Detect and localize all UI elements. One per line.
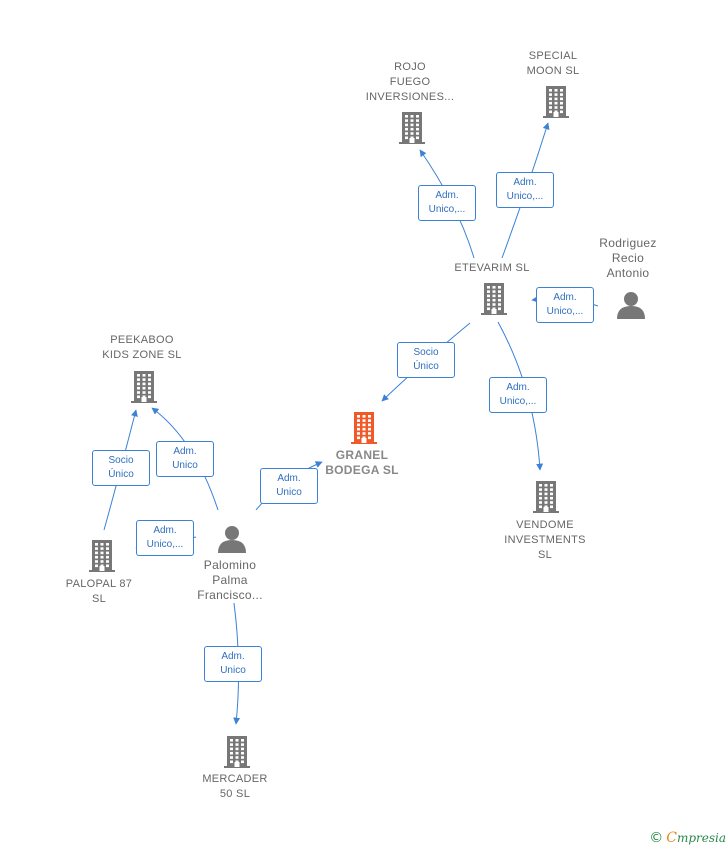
building-icon[interactable] <box>399 112 425 144</box>
edge-label-line: Adm. <box>153 525 177 536</box>
node-label-line: INVERSIONES... <box>365 91 455 103</box>
edge-label-line: Adm. <box>173 446 197 457</box>
edge-label-line: Unico,... <box>506 191 544 202</box>
edge-label-line: Unico,... <box>428 204 466 215</box>
building-icon[interactable] <box>351 412 377 444</box>
node-label-line: INVESTMENTS <box>504 534 586 546</box>
edge-label-line: Único <box>108 469 134 480</box>
node-label-line: BODEGA SL <box>325 463 399 477</box>
edge-label-line: Unico,... <box>546 306 584 317</box>
edge-label-line: Adm. <box>506 382 530 393</box>
footer-brand: ©Cmpresia <box>649 830 726 846</box>
node-label-line: Recio <box>611 251 645 265</box>
edge-label-line: Socio <box>108 455 134 466</box>
node-label-line: ROJO <box>394 61 426 73</box>
person-icon[interactable] <box>218 526 246 553</box>
edge-label-line: Adm. <box>277 473 301 484</box>
node-label-line: GRANEL <box>335 448 389 462</box>
node-label-line: Antonio <box>606 266 650 280</box>
copyright-icon: © <box>649 830 664 846</box>
edge-label-line: Unico,... <box>146 539 184 550</box>
node-label-etevarim[interactable]: ETEVARIM SL <box>454 261 529 276</box>
node-label-line: PALOPAL 87 <box>65 578 133 590</box>
node-label-line: PEEKABOO <box>110 334 174 346</box>
edge-label-palomino-to-granel[interactable]: Adm. Unico <box>260 468 318 504</box>
node-label-line: SL <box>537 549 553 561</box>
edge-label-line: Adm. <box>513 177 537 188</box>
edge-label-line: Adm. <box>221 651 245 662</box>
node-label-line: FUEGO <box>389 76 431 88</box>
node-label-rojo[interactable]: ROJO FUEGO INVERSIONES... <box>366 60 455 105</box>
building-icon[interactable] <box>533 481 559 513</box>
building-icon[interactable] <box>89 540 115 572</box>
edge-label-palomino-to-mercader[interactable]: Adm. Unico <box>204 646 262 682</box>
node-label-line: MOON SL <box>526 65 580 77</box>
edge-label-line: Único <box>413 361 439 372</box>
edge-label-etevarim-to-vendome[interactable]: Adm. Unico,... <box>489 377 547 413</box>
edge-label-rodriguez-to-etevarim[interactable]: Adm. Unico,... <box>536 287 594 323</box>
node-label-line: SL <box>91 593 107 605</box>
edge-label-line: Unico,... <box>499 396 537 407</box>
brand-name: mpresia <box>676 831 726 845</box>
edge-label-line: Unico <box>172 460 198 471</box>
node-label-line: Rodriguez <box>599 236 657 250</box>
node-label-line: 50 SL <box>219 788 251 800</box>
edge-label-line: Unico <box>276 487 302 498</box>
node-label-line: ETEVARIM SL <box>454 262 530 274</box>
node-label-line: Palomino <box>203 558 257 572</box>
building-icon[interactable] <box>543 86 569 118</box>
node-label-line: MERCADER <box>202 773 268 785</box>
node-label-line: Palma <box>212 573 248 587</box>
edge-label-line: Adm. <box>553 292 577 303</box>
edge-label-etevarim-to-rojo[interactable]: Adm. Unico,... <box>418 185 476 221</box>
node-label-line: Francisco... <box>197 588 263 602</box>
node-label-vendome[interactable]: VENDOME INVESTMENTS SL <box>504 518 586 563</box>
node-label-mercader[interactable]: MERCADER 50 SL <box>202 772 267 802</box>
building-icon[interactable] <box>224 736 250 768</box>
building-icon[interactable] <box>131 371 157 403</box>
edge-label-etevarim-to-special[interactable]: Adm. Unico,... <box>496 172 554 208</box>
node-label-peekaboo[interactable]: PEEKABOO KIDS ZONE SL <box>102 333 181 363</box>
edge-label-line: Unico <box>220 665 246 676</box>
node-label-line: KIDS ZONE SL <box>102 349 182 361</box>
brand-initial: C <box>666 830 677 846</box>
edge-label-line: Adm. <box>435 190 459 201</box>
building-icon[interactable] <box>481 283 507 315</box>
node-label-palopal[interactable]: PALOPAL 87 SL <box>66 577 132 607</box>
node-label-line: SPECIAL <box>528 50 578 62</box>
person-icon[interactable] <box>617 292 645 319</box>
edge-label-line: Socio <box>413 347 439 358</box>
node-label-special[interactable]: SPECIAL MOON SL <box>527 49 580 79</box>
node-label-line: VENDOME <box>516 519 574 531</box>
edge-label-palomino-to-palopal[interactable]: Adm. Unico,... <box>136 520 194 556</box>
edge-label-palomino-to-peekaboo[interactable]: Adm. Unico <box>156 441 214 477</box>
